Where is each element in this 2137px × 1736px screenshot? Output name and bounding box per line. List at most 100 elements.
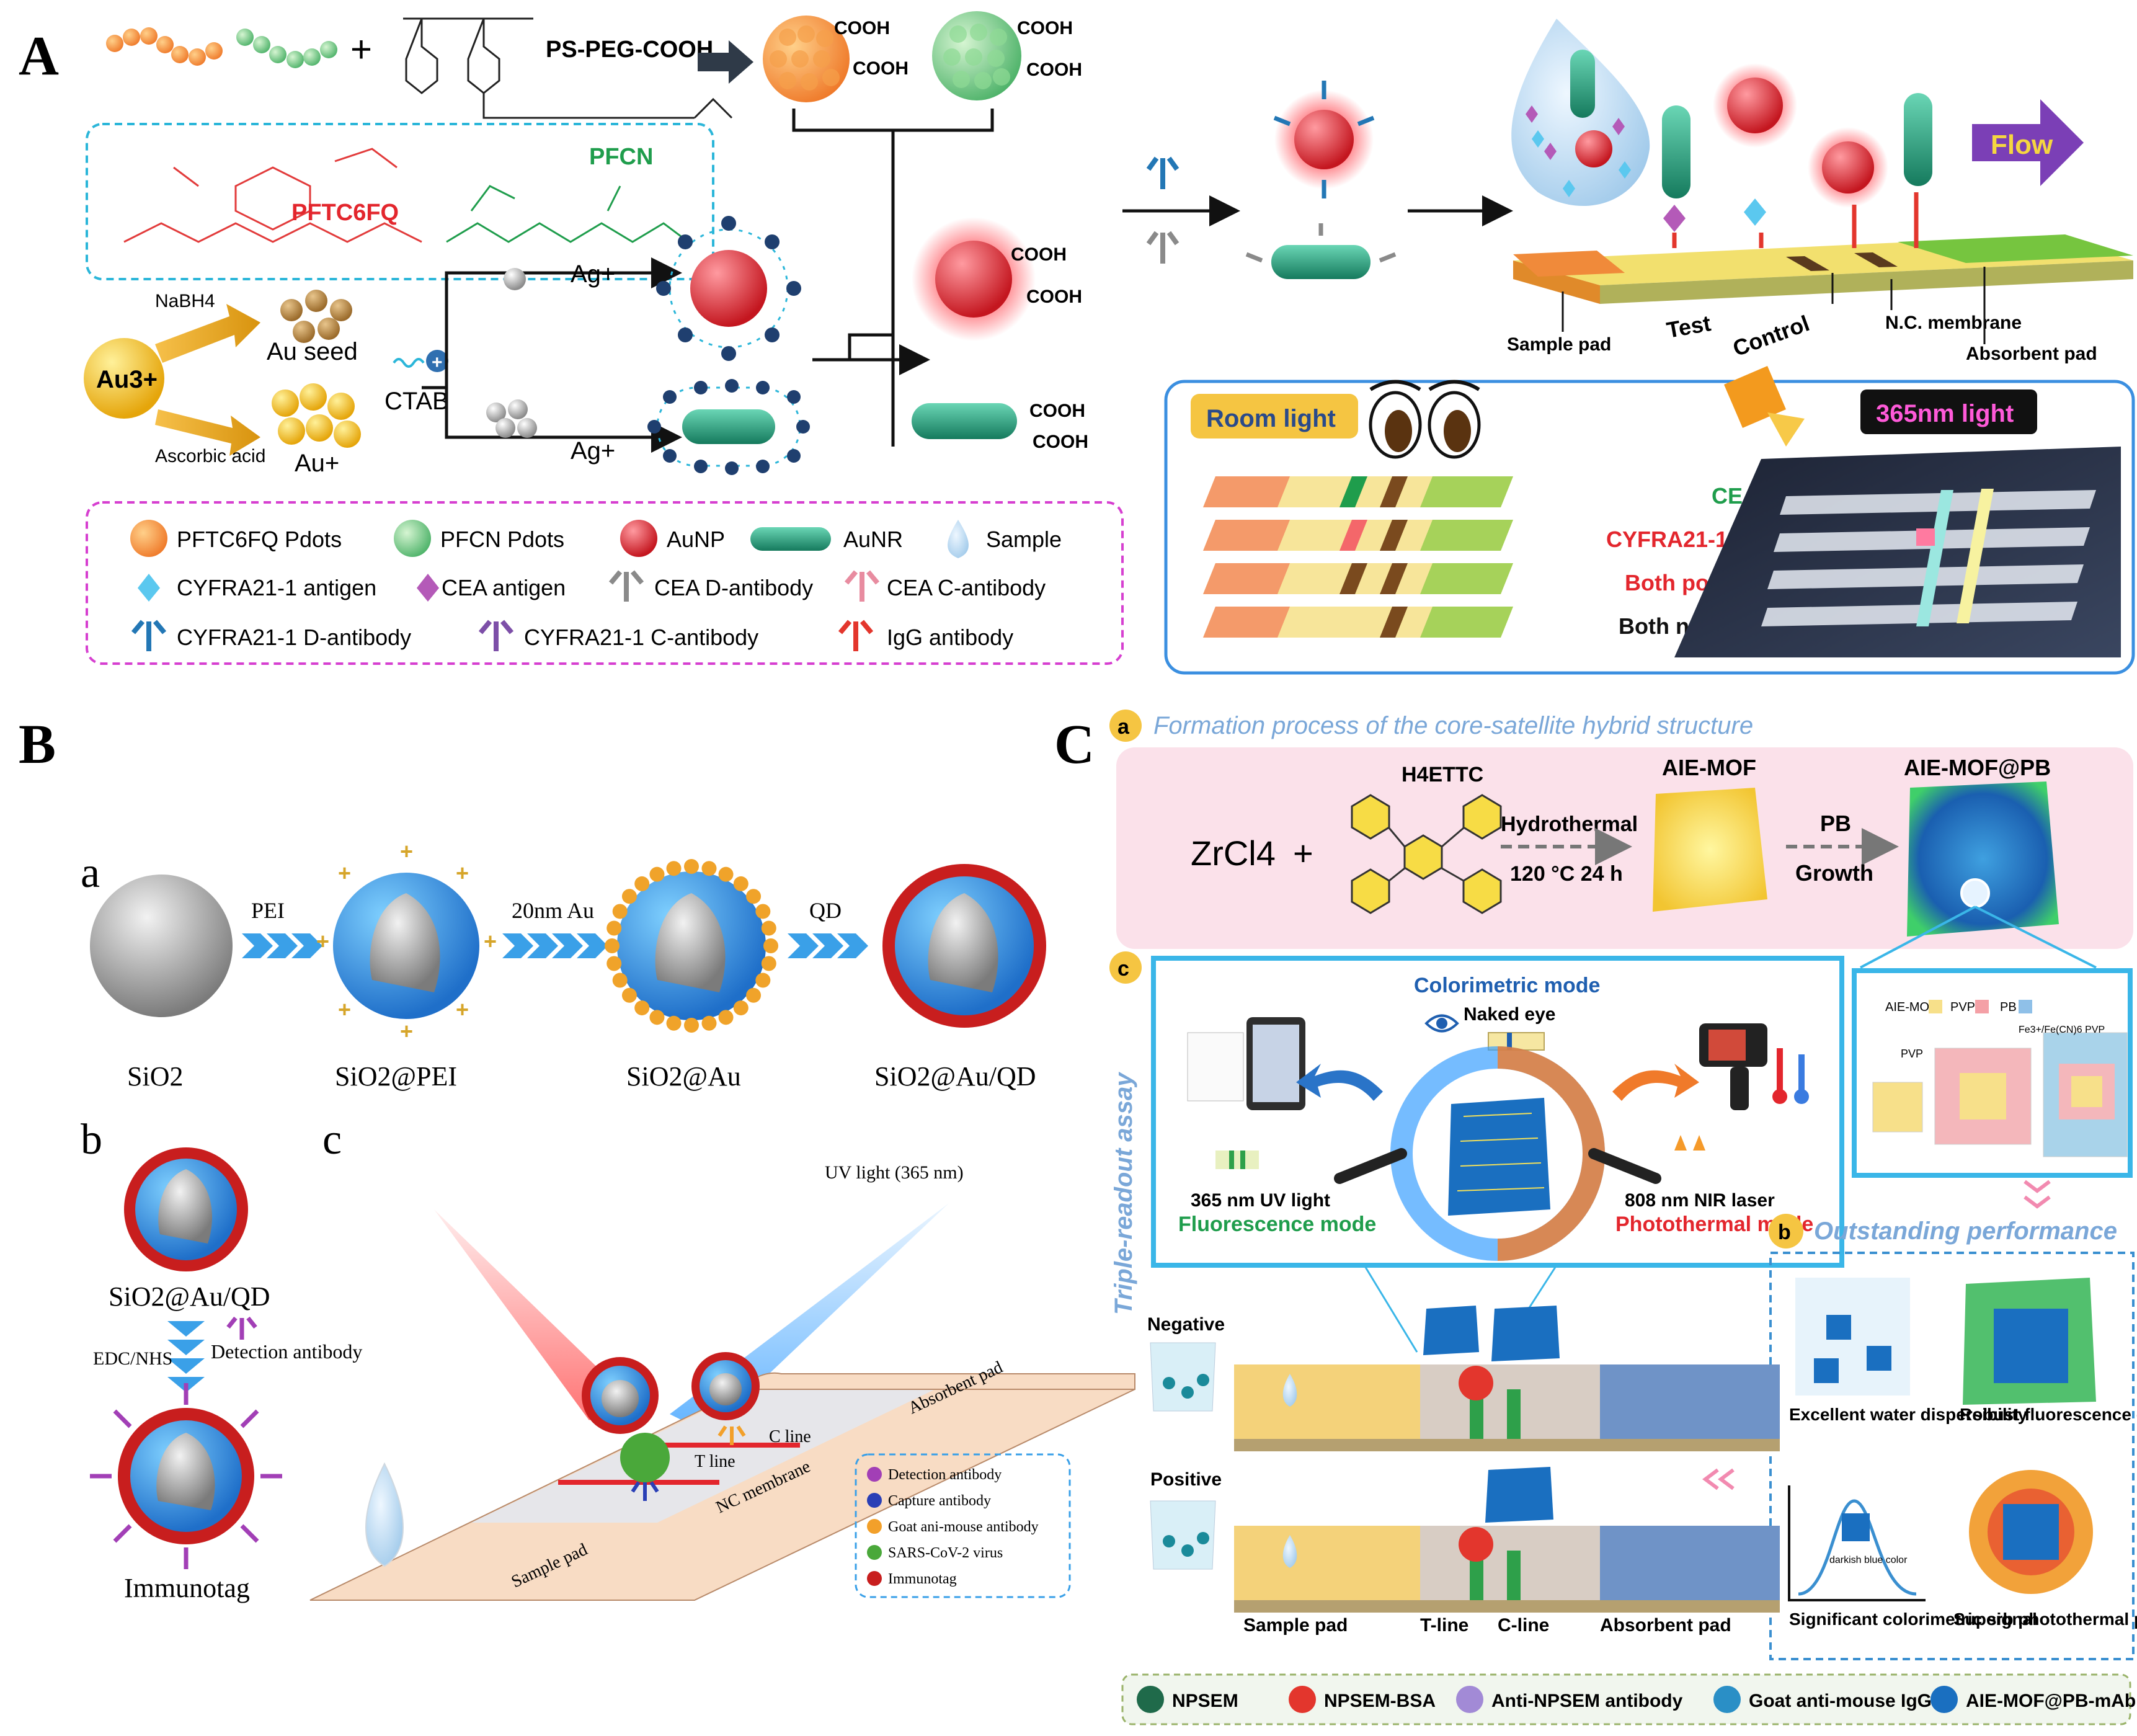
structure-inset (1852, 968, 2133, 1178)
cooh-label: COOH (1026, 287, 1082, 307)
polymer-structures-box (86, 123, 714, 280)
room-light-strips (1203, 476, 1513, 638)
panel-c-sub-a: a (1117, 715, 1130, 739)
strip-test: Test (1664, 310, 1712, 343)
strip-leader-lines (1562, 267, 1986, 344)
svg-text:+: + (456, 997, 469, 1022)
split-bracket (422, 271, 651, 439)
strip-nc-membrane: N.C. membrane (1885, 313, 2022, 333)
uv-torch-icon (1334, 1148, 1407, 1184)
signal-curve (1798, 1499, 1917, 1596)
legend-igg-antibody: IgG antibody (887, 625, 1013, 650)
outstanding-title: Outstanding performance (1814, 1217, 2117, 1245)
inset-aie-mof: AIE-MOF (1885, 1000, 1937, 1014)
nabh4-arrow (155, 304, 260, 363)
panel-b-legend-box (855, 1453, 1071, 1598)
legend-item: AIE-MOF@PB-mAb (1966, 1691, 2136, 1711)
perf-colorimetric: Significant colorimetric signal (1789, 1609, 2037, 1629)
au-nanoparticle (733, 876, 749, 891)
panel-b-letter: B (19, 714, 56, 775)
strip-control: Control (1730, 310, 1813, 361)
particle-label: SiO2@PEI (335, 1061, 457, 1092)
au-nanoparticle (634, 1000, 650, 1016)
au-nanoparticle (621, 987, 637, 1003)
panel-a-legend: PFTC6FQ Pdots PFCN Pdots AuNP AuNR Sampl… (130, 520, 1062, 651)
polymer-label: PS-PEG-COOH (546, 37, 713, 63)
growth-label: Growth (1795, 860, 1873, 886)
ag-plus-label: Ag+ (571, 260, 615, 288)
droplet-contents (1526, 50, 1631, 197)
zoom-spot (1960, 878, 1990, 908)
legend-item: Detection antibody (888, 1467, 1002, 1483)
legend-sample: Sample (986, 527, 1062, 552)
phone-icon (1187, 1017, 1305, 1110)
detection-antibody-icon (226, 1316, 257, 1340)
strip-absorbent-pad: Absorbent pad (1966, 344, 2097, 364)
au-plus-particles (272, 383, 361, 448)
labeled-aunp (1273, 81, 1375, 198)
panel-c: C a Formation process of the core-satell… (1054, 710, 2137, 1725)
svg-text:+: + (432, 352, 443, 373)
cooh-label: COOH (1011, 244, 1067, 265)
legend-cyfra-d-antibody: CYFRA21-1 D-antibody (177, 625, 411, 650)
c-line-label: C line (769, 1427, 811, 1446)
cyfra-c-antibody-icon (478, 620, 514, 651)
merge-bracket (792, 109, 994, 447)
svg-text:+: + (338, 860, 351, 886)
panel-a: A + PS-PEG-COOH (19, 11, 2135, 675)
sio2-particle (90, 875, 233, 1017)
au-nanoparticle (701, 1015, 717, 1031)
panel-b-sub-a: a (81, 849, 100, 897)
ascorbic-arrow (155, 409, 260, 456)
au-nanoparticle (666, 861, 682, 876)
cyfra-antigen-icon (138, 574, 160, 602)
strip-label: Sample pad (1243, 1615, 1348, 1636)
legend-marker (1456, 1686, 1483, 1713)
room-light-badge (1191, 394, 1358, 438)
curved-arrow-right-icon (1612, 1064, 1699, 1101)
curved-arrow-left-icon (1296, 1064, 1383, 1101)
au-nanoparticle (605, 938, 620, 953)
inset-mof-square (1872, 1082, 1923, 1133)
orange-polymer-chain (106, 27, 223, 66)
results-frame (1164, 380, 2135, 675)
room-light-label: Room light (1206, 405, 1336, 432)
pftc6fq-label: PFTC6FQ (291, 200, 399, 226)
au-nanoparticle (718, 866, 734, 882)
legend-marker (1713, 1686, 1741, 1713)
ctab-label: CTAB (384, 388, 449, 415)
au-nanoparticle (763, 938, 778, 953)
aunp-icon (620, 520, 657, 557)
cooh-label: COOH (1017, 18, 1073, 38)
legend-item: Capture antibody (888, 1493, 991, 1509)
au-nanoparticle (746, 889, 762, 904)
ascorbic-label: Ascorbic acid (155, 446, 265, 466)
h4ettc-structure (1351, 794, 1502, 914)
eyes-icon (1369, 380, 1481, 459)
legend-marker (867, 1545, 882, 1560)
chevron-down-icon (167, 1321, 205, 1392)
flow-arrow-icon (1972, 99, 2084, 186)
particle-labels: SiO2 SiO2@PEI SiO2@Au SiO2@Au/QD (127, 1061, 1036, 1092)
panel-c-legend-box (1121, 1673, 2131, 1725)
legend-item: Anti-NPSEM antibody (1491, 1691, 1683, 1711)
negative-strip (1234, 1306, 1780, 1451)
strip-immunotags (582, 1352, 760, 1501)
legend-cea-antigen: CEA antigen (442, 575, 566, 600)
au-nanoparticle (746, 987, 762, 1003)
svg-text:+: + (456, 860, 469, 886)
cyfra-d-antibody-icon (1146, 156, 1180, 189)
sub-a-badge (1109, 710, 1142, 742)
cyfra-d-antibody-icon (131, 620, 167, 651)
au-nanoparticle (666, 1015, 682, 1031)
pftc6fq-pdot-icon (130, 520, 167, 557)
legend-pftc6fq-pdots: PFTC6FQ Pdots (177, 527, 342, 552)
readout-box (1151, 956, 1844, 1268)
svg-text:+: + (400, 1018, 413, 1044)
seed-cluster-icon (486, 399, 537, 438)
au-nanoparticle (606, 956, 622, 971)
panel-c-sub-b: b (1778, 1221, 1791, 1244)
triple-readout-label: Triple-readout assay (1110, 1072, 1137, 1315)
